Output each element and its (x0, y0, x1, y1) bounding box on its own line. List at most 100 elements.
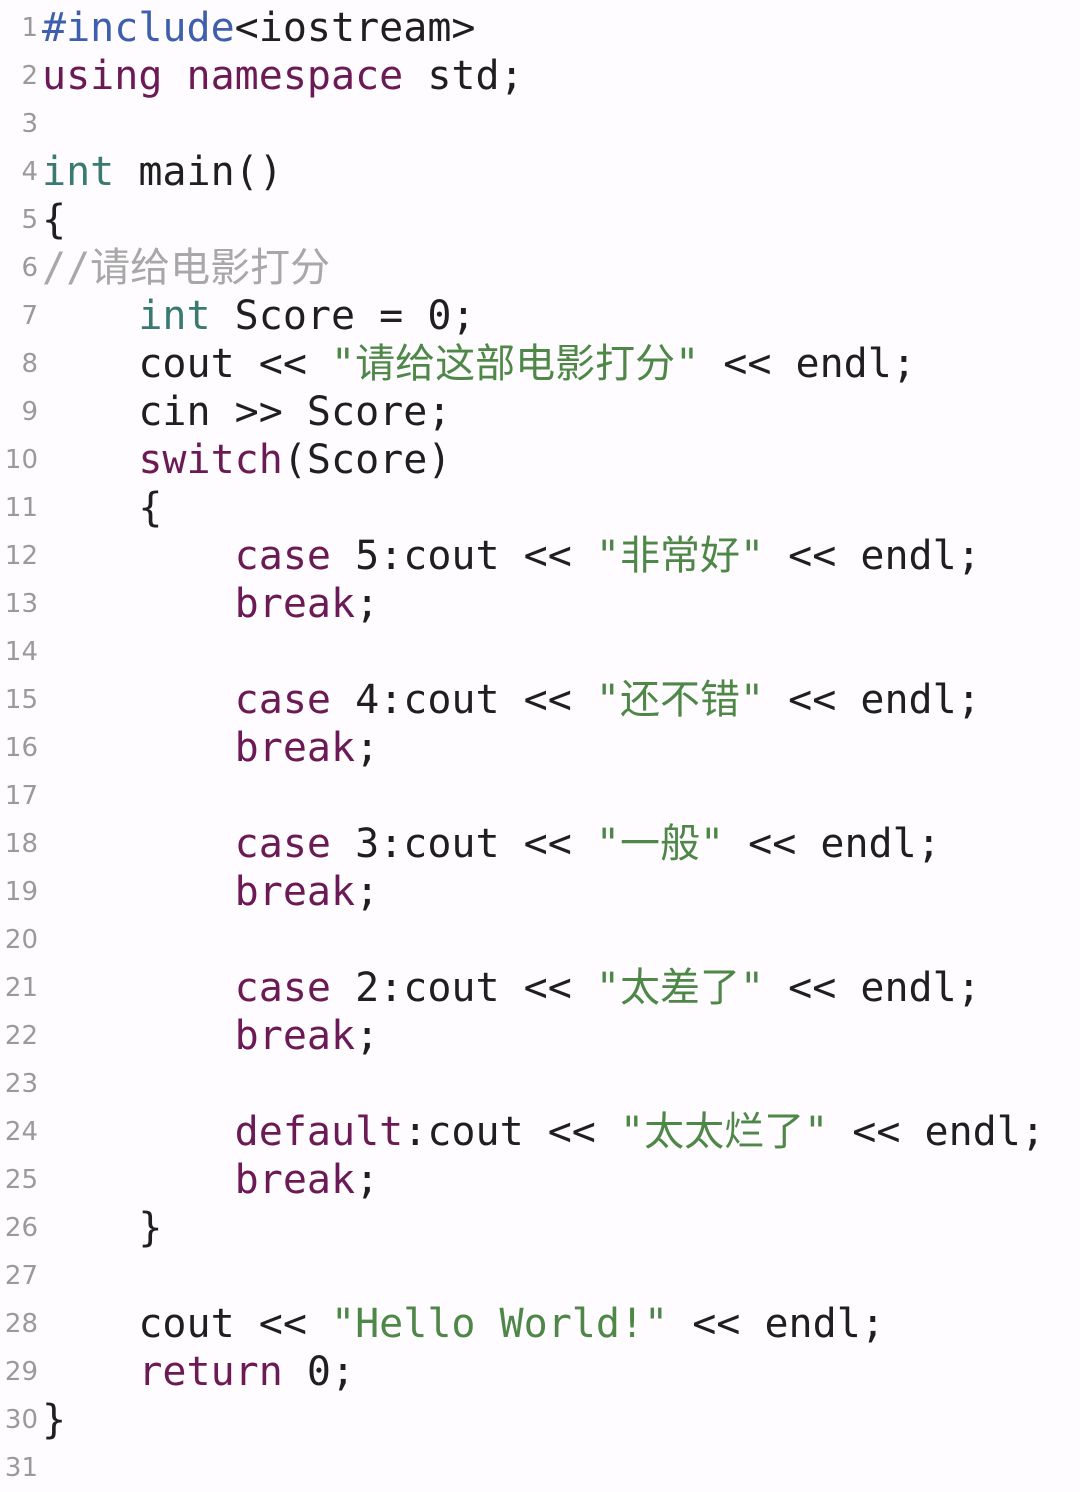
code-line[interactable]: 9 cin >> Score; (0, 388, 1080, 436)
keyword-token: case (234, 965, 331, 1011)
code-line[interactable]: 21 case 2:cout << "太差了" << endl; (0, 964, 1080, 1012)
code-line[interactable]: 25 break; (0, 1156, 1080, 1204)
code-token (42, 1109, 235, 1155)
code-token (162, 53, 186, 99)
code-token (42, 1013, 235, 1059)
string-token: "还不错" (595, 677, 765, 723)
code-text: default:cout << "太太烂了" << endl; (42, 1108, 1045, 1156)
code-token: ; (355, 1013, 380, 1059)
keyword-token: case (234, 533, 331, 579)
keyword-token: return (138, 1349, 283, 1395)
line-number: 27 (4, 1261, 38, 1291)
line-number: 21 (4, 973, 38, 1003)
code-text: break; (42, 724, 380, 772)
code-line[interactable]: 13 break; (0, 580, 1080, 628)
string-token: "一般" (595, 821, 725, 867)
code-line[interactable]: 16 break; (0, 724, 1080, 772)
code-text: cout << "Hello World!" << endl; (42, 1300, 885, 1348)
code-line[interactable]: 24 default:cout << "太太烂了" << endl; (0, 1108, 1080, 1156)
code-token: main() (114, 149, 283, 195)
code-token: 4:cout << (330, 677, 596, 723)
code-text: using namespace std; (42, 52, 524, 100)
code-token: cin >> Score; (42, 389, 452, 435)
code-line[interactable]: 22 break; (0, 1012, 1080, 1060)
code-token: 5:cout << (330, 533, 596, 579)
line-number: 17 (4, 781, 38, 811)
code-token: <iostream> (234, 5, 476, 51)
code-token: << endl; (699, 341, 916, 387)
code-token: cout << (42, 1301, 331, 1347)
line-number: 20 (4, 925, 38, 955)
line-number: 10 (4, 445, 38, 475)
code-line[interactable]: 8 cout << "请给这部电影打分" << endl; (0, 340, 1080, 388)
code-token: { (42, 485, 163, 531)
string-token: "太太烂了" (619, 1109, 829, 1155)
code-line[interactable]: 29 return 0; (0, 1348, 1080, 1396)
code-token: 0; (282, 1349, 356, 1395)
line-number: 31 (4, 1453, 38, 1483)
comment-token: //请给电影打分 (42, 245, 331, 291)
code-line[interactable]: 12 case 5:cout << "非常好" << endl; (0, 532, 1080, 580)
line-number: 19 (4, 877, 38, 907)
code-line[interactable]: 11 { (0, 484, 1080, 532)
code-token (42, 821, 235, 867)
code-line[interactable]: 14 (0, 628, 1080, 676)
code-line[interactable]: 27 (0, 1252, 1080, 1300)
line-number: 4 (21, 157, 38, 187)
code-token: (Score) (282, 437, 452, 483)
type-token: int (138, 293, 211, 339)
code-token: ; (355, 581, 380, 627)
code-text: return 0; (42, 1348, 355, 1396)
line-number: 7 (21, 301, 38, 331)
code-text: case 5:cout << "非常好" << endl; (42, 532, 981, 580)
code-text: case 4:cout << "还不错" << endl; (42, 676, 981, 724)
keyword-token: switch (138, 437, 283, 483)
code-line[interactable]: 7 int Score = 0; (0, 292, 1080, 340)
keyword-token: case (234, 677, 331, 723)
code-text: //请给电影打分 (42, 244, 330, 292)
code-line[interactable]: 6//请给电影打分 (0, 244, 1080, 292)
code-line[interactable]: 28 cout << "Hello World!" << endl; (0, 1300, 1080, 1348)
code-line[interactable]: 5{ (0, 196, 1080, 244)
code-line[interactable]: 31 (0, 1444, 1080, 1492)
code-line[interactable]: 17 (0, 772, 1080, 820)
code-token: } (42, 1205, 163, 1251)
code-text: switch(Score) (42, 436, 451, 484)
line-number: 5 (21, 205, 38, 235)
code-line[interactable]: 1#include<iostream> (0, 4, 1080, 52)
code-line[interactable]: 15 case 4:cout << "还不错" << endl; (0, 676, 1080, 724)
code-line[interactable]: 18 case 3:cout << "一般" << endl; (0, 820, 1080, 868)
code-text: #include<iostream> (42, 4, 475, 52)
line-number: 28 (4, 1309, 38, 1339)
code-token: ; (355, 869, 380, 915)
code-text: { (42, 196, 66, 244)
line-number: 15 (4, 685, 38, 715)
keyword-token: namespace (186, 53, 404, 99)
code-token (42, 293, 138, 339)
code-text: break; (42, 1156, 380, 1204)
code-line[interactable]: 30} (0, 1396, 1080, 1444)
keyword-token: break (234, 1157, 356, 1203)
code-token (42, 965, 235, 1011)
keyword-token: break (234, 581, 356, 627)
code-token: << endl; (828, 1109, 1045, 1155)
code-line[interactable]: 19 break; (0, 868, 1080, 916)
code-line[interactable]: 26 } (0, 1204, 1080, 1252)
code-token: ; (355, 1157, 380, 1203)
keyword-token: break (234, 1013, 356, 1059)
code-token (42, 581, 235, 627)
code-token (42, 437, 138, 483)
code-line[interactable]: 20 (0, 916, 1080, 964)
string-token: "请给这部电影打分" (330, 341, 700, 387)
code-text: break; (42, 868, 380, 916)
line-number: 26 (4, 1213, 38, 1243)
code-line[interactable]: 3 (0, 100, 1080, 148)
code-token: << endl; (668, 1301, 885, 1347)
code-line[interactable]: 23 (0, 1060, 1080, 1108)
keyword-token: break (234, 725, 356, 771)
code-line[interactable]: 10 switch(Score) (0, 436, 1080, 484)
code-token: } (42, 1397, 67, 1443)
